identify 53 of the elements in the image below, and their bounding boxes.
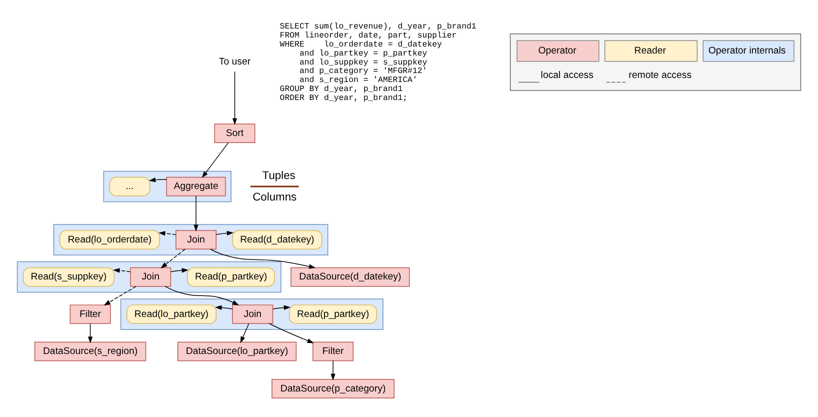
node-box: Read(d_datekey) <box>232 230 322 250</box>
node-box: Read(p_partkey) <box>289 304 377 324</box>
legend-label: local access <box>540 70 594 82</box>
node-box: Join <box>130 267 172 287</box>
label: Columns <box>252 192 297 204</box>
node-box: Join <box>232 304 274 324</box>
arrow <box>216 230 234 236</box>
arrow <box>148 178 167 182</box>
label: Tuples <box>262 170 296 182</box>
label: and s_region = 'AMERICA' <box>299 76 418 86</box>
arrow <box>240 323 250 344</box>
node-box: DataSource(p_category) <box>272 379 394 398</box>
arrow <box>330 360 336 381</box>
node-box: Filter <box>70 304 111 324</box>
node-box: Sort <box>214 124 256 143</box>
arrow <box>272 305 291 310</box>
node-box: ... <box>109 176 150 196</box>
label: GROUP BY d_year, p_brand1 <box>280 85 403 94</box>
arrow <box>194 196 198 232</box>
arrow <box>170 268 189 273</box>
label: SELECT sum(lo_revenue), d_year, p_brand1 <box>280 22 476 32</box>
arrow <box>269 323 314 344</box>
legend-label: Operator <box>538 46 576 57</box>
node-box: Read(lo_orderdate) <box>59 230 160 250</box>
label: and lo_partkey = p_partkey <box>299 49 428 58</box>
label: FROM lineorder, date, part, supplier <box>280 31 457 40</box>
label: and p_category = 'MFGR#12' <box>299 67 428 76</box>
node-box: DataSource(d_datekey) <box>290 267 410 287</box>
arrow <box>160 248 186 268</box>
legend-label: remote access <box>628 70 692 82</box>
node-box: Read(s_suppkey) <box>22 267 114 287</box>
arrow <box>113 268 131 273</box>
legend-label: Operator internals <box>708 46 786 57</box>
arrow <box>88 323 93 344</box>
arrow <box>164 286 240 306</box>
node-box: DataSource(s_region) <box>34 342 146 362</box>
legend-label: Reader <box>634 46 666 57</box>
node-box: Read(p_partkey) <box>187 267 275 287</box>
arrow <box>104 286 136 306</box>
node-box: Filter <box>312 342 354 362</box>
node-text: To user <box>218 56 251 68</box>
arrow <box>210 248 316 269</box>
node-box: Join <box>176 230 216 250</box>
label: ORDER BY d_year, p_brand1; <box>280 94 408 103</box>
arrow <box>232 71 238 125</box>
node-box: Aggregate <box>166 176 226 196</box>
arrow <box>215 305 233 310</box>
arrow <box>202 142 229 178</box>
node-box: DataSource(lo_partkey) <box>177 342 297 362</box>
node-box: Read(lo_partkey) <box>126 304 216 324</box>
label: WHERE lo_orderdate = d_datekey <box>280 40 442 50</box>
label: and lo_suppkey = s_suppkey <box>299 58 428 68</box>
arrow <box>158 231 176 236</box>
